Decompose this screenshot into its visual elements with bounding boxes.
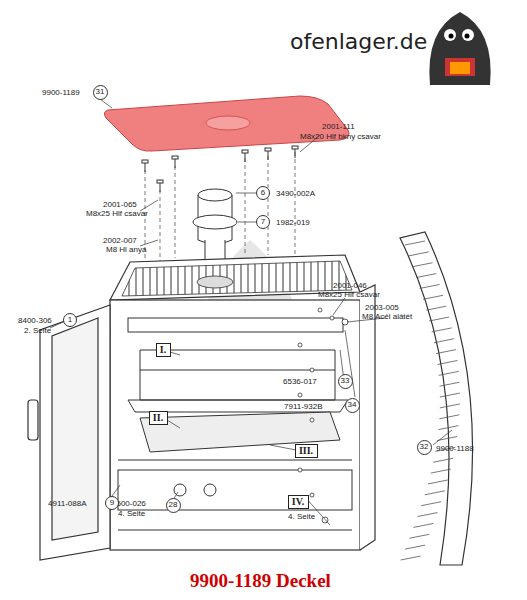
screw-head <box>242 150 248 153</box>
panel-rib <box>433 458 453 462</box>
screw-head <box>157 180 163 183</box>
panel-rib <box>417 513 437 517</box>
callout-number: 34 <box>345 398 360 413</box>
screw-head <box>172 156 178 159</box>
part-label: M8 Acél alátét <box>362 312 412 321</box>
callout-number: 32 <box>417 440 432 455</box>
part-label: 1982-019 <box>276 218 310 227</box>
panel-rib <box>440 393 460 397</box>
panel-rib <box>405 241 425 245</box>
logo-mascot <box>429 12 490 85</box>
panel-rib <box>414 523 434 527</box>
section-marker: III. <box>295 444 318 458</box>
section-marker: IV. <box>288 495 309 509</box>
part-label: 7911-932B <box>284 402 323 411</box>
node-text: IV. <box>289 497 308 507</box>
panel-rib <box>437 437 457 441</box>
callout-number: 6 <box>256 186 270 200</box>
part-label: 2003-005 <box>365 303 399 312</box>
node-text: 1 <box>64 315 76 325</box>
node-text: 32 <box>418 442 431 452</box>
panel-rib <box>438 426 458 430</box>
caption: 9900-1189 Deckel <box>190 570 331 592</box>
panel-rib <box>413 263 433 267</box>
panel-rib <box>429 317 449 321</box>
part-label: 4911-088A <box>48 499 87 508</box>
node-text: 33 <box>339 376 352 386</box>
part-label: 2001-111 <box>322 122 355 131</box>
section-marker: I. <box>156 343 171 357</box>
panel-rib <box>431 469 451 473</box>
part-label: 3490-002A <box>276 189 315 198</box>
node-text: 9 <box>106 498 118 508</box>
panel-rib <box>440 404 460 408</box>
part-label: M8 Hl anya <box>106 245 146 254</box>
panel-rib <box>434 339 454 343</box>
callout-number: 31 <box>93 85 108 100</box>
panel-rib <box>426 306 446 310</box>
node-text: I. <box>157 345 170 355</box>
callout-number: 1 <box>63 313 77 327</box>
panel-rib <box>428 480 448 484</box>
callout-number: 7 <box>256 215 270 229</box>
node-text: 34 <box>346 400 359 410</box>
panel-rib <box>439 415 459 419</box>
callout-number: 28 <box>166 498 181 513</box>
part-label: 4. Seite <box>288 512 315 521</box>
panel-rib <box>401 556 421 560</box>
panel-rib <box>421 502 441 506</box>
logo-text: ofenlager.de <box>290 30 427 54</box>
screw-head <box>292 146 298 149</box>
screw-head <box>142 160 148 163</box>
node-text: III. <box>296 446 317 456</box>
node-text: II. <box>150 413 167 423</box>
callout-number: 33 <box>338 374 353 389</box>
section-marker: II. <box>149 411 168 425</box>
part-label: 8400-306 <box>18 316 52 325</box>
part-label: 2001-065 <box>103 200 137 209</box>
part-label: 2. Seite <box>24 326 51 335</box>
part-label: 2002-007 <box>103 236 137 245</box>
node-text: 31 <box>94 87 107 97</box>
callout-number: 9 <box>105 496 119 510</box>
part-label: 2001-046 <box>333 281 367 290</box>
panel-rib <box>416 274 436 278</box>
panel-rib <box>439 371 459 375</box>
part-label: 6536-017 <box>283 377 317 386</box>
node-text: 28 <box>167 500 180 510</box>
part-label: 9900-1188 <box>436 444 474 453</box>
panel-rib <box>425 491 445 495</box>
panel-rib <box>423 295 443 299</box>
panel-rib <box>440 382 460 386</box>
part-label: 4. Seite <box>118 509 145 518</box>
panel-rib <box>409 252 429 256</box>
panel-rib <box>405 545 425 549</box>
panel-rib <box>436 350 456 354</box>
panel-rib <box>438 360 458 364</box>
part-label: M8x20 Hlf bkny csavar <box>300 132 381 141</box>
node-text: 7 <box>257 217 269 227</box>
part-label: M8x25 Hlf csavar <box>318 290 380 299</box>
panel-rib <box>409 534 429 538</box>
panel-rib <box>420 284 440 288</box>
screw-head <box>265 148 271 151</box>
part-label: M8x25 Hlf csavar <box>86 209 148 218</box>
part-label: 9900-1189 <box>42 88 80 97</box>
panel-rib <box>432 328 452 332</box>
node-text: 6 <box>257 188 269 198</box>
